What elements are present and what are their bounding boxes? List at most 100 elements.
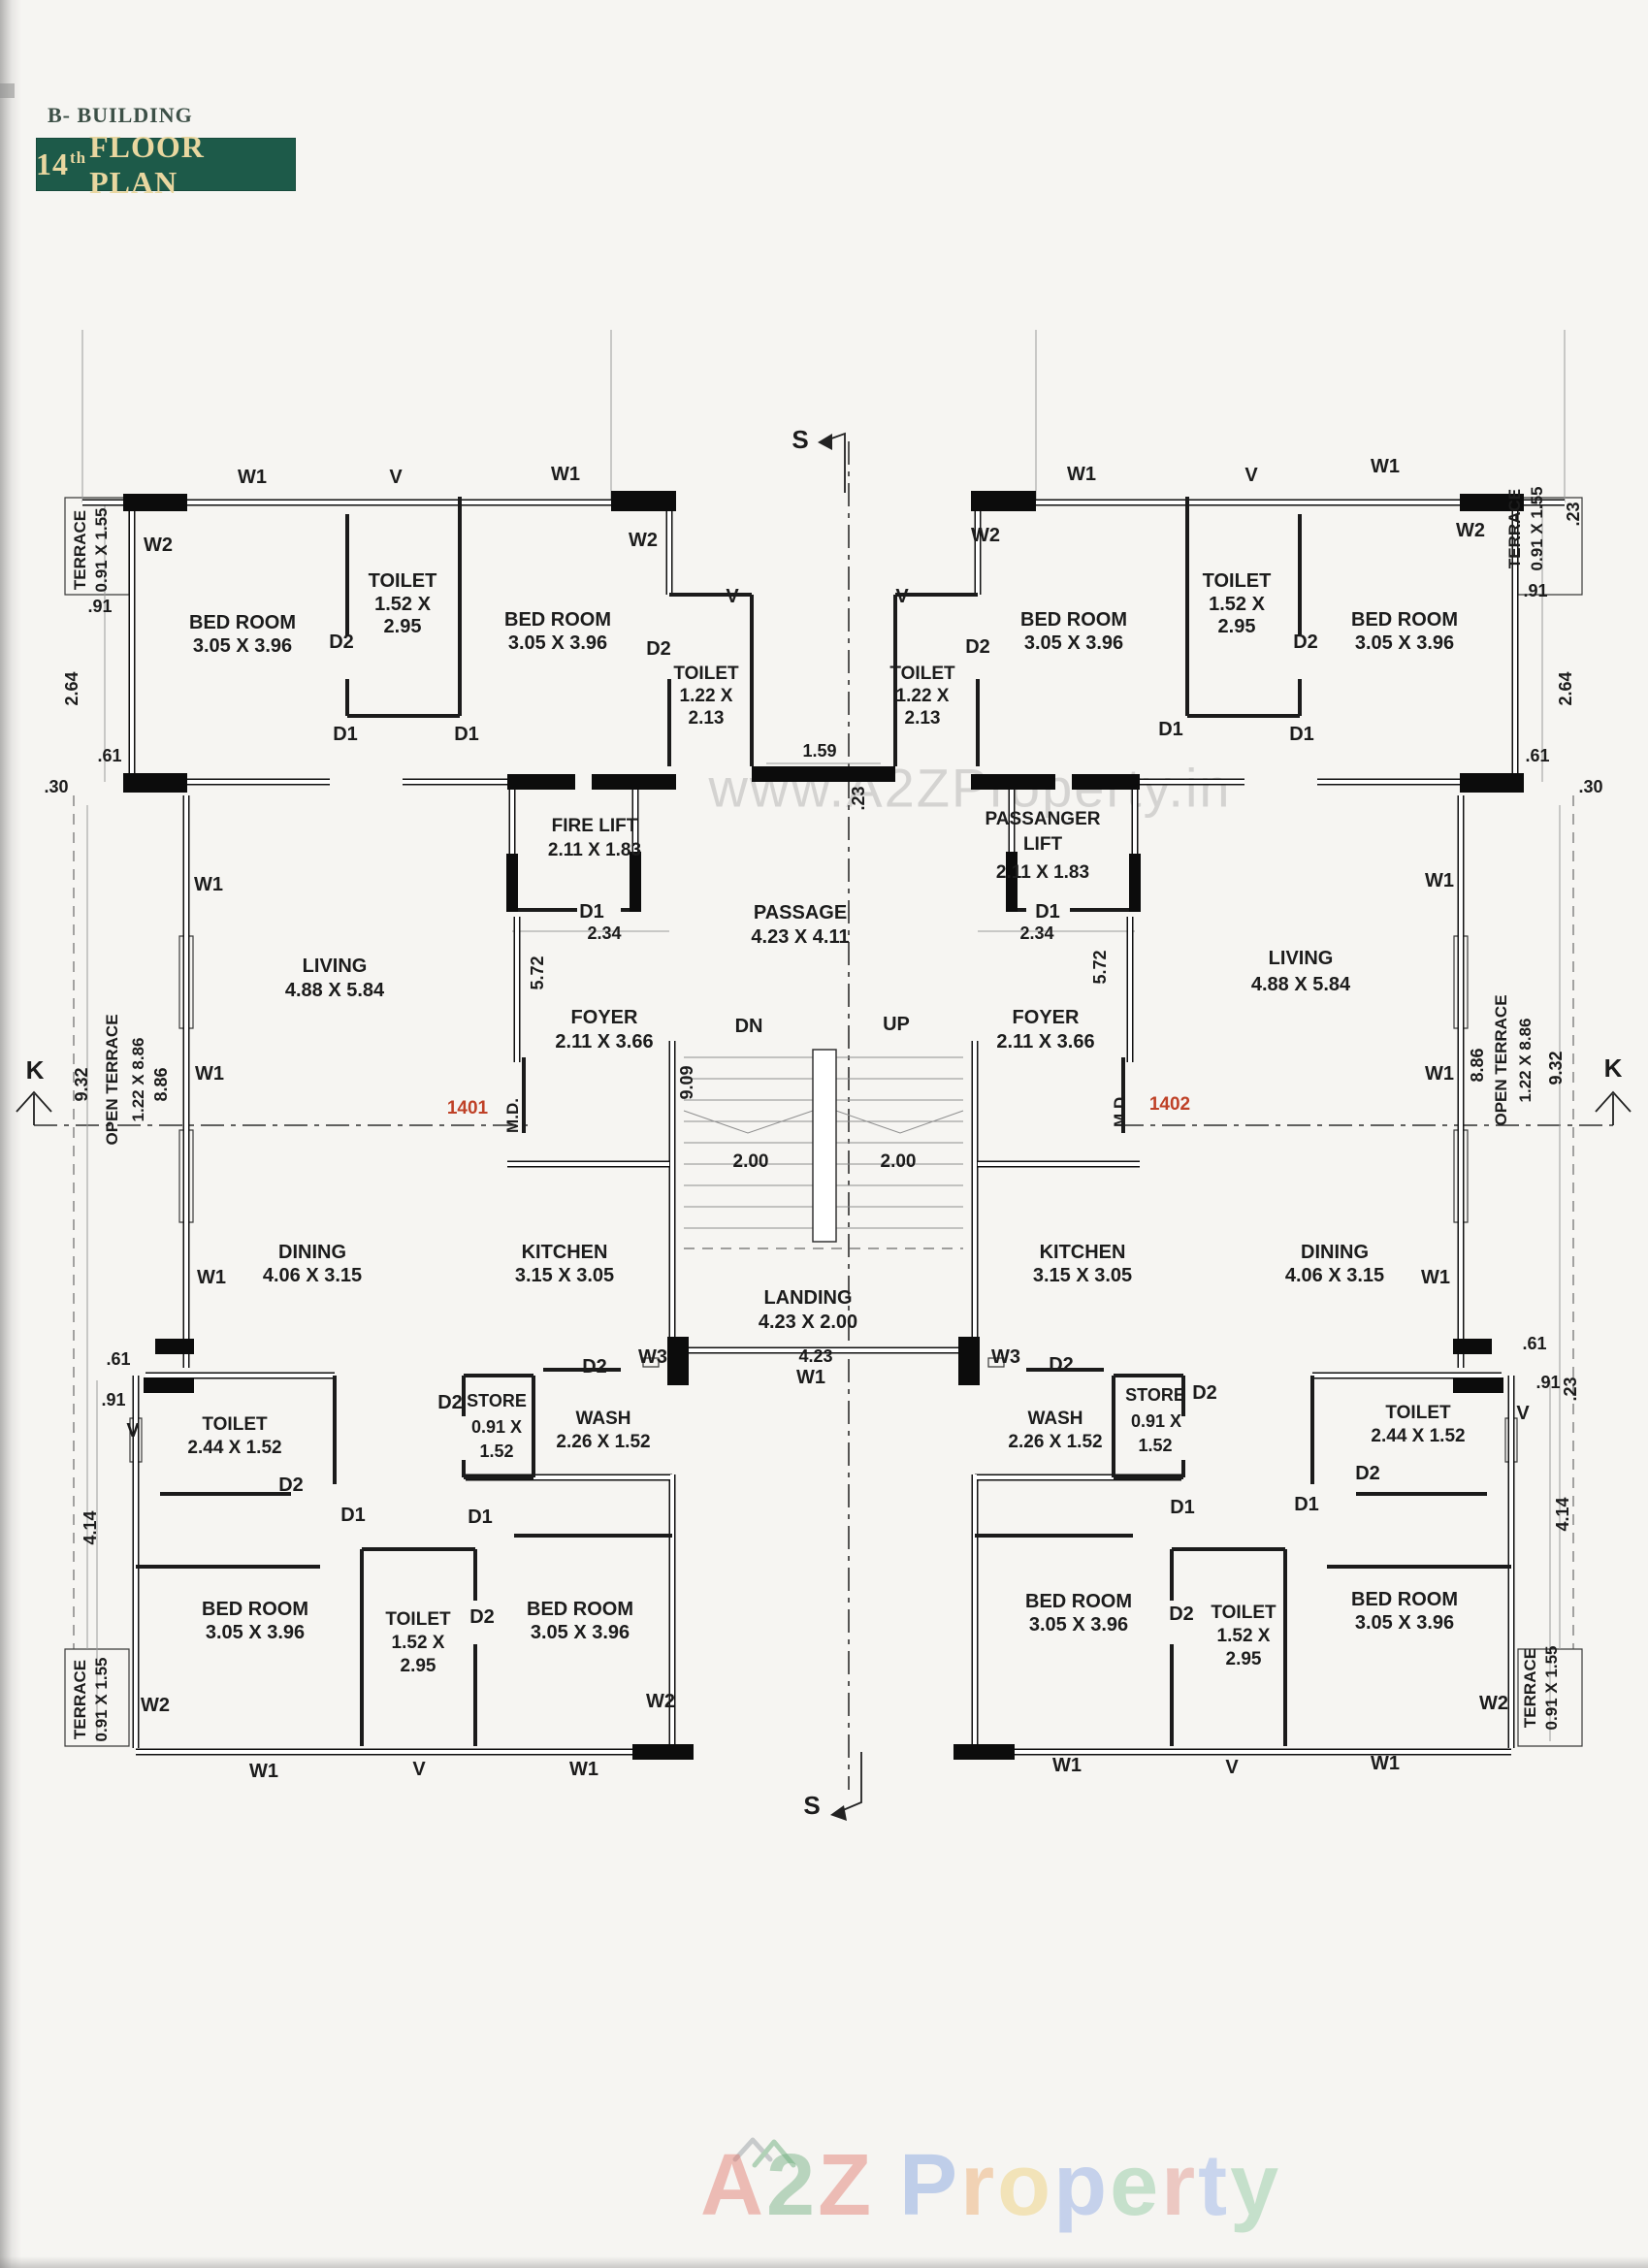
plan-label: 2.95 [1226,1649,1262,1669]
plan-label: W1 [238,467,267,488]
plan-label: 4.14 [81,1510,100,1544]
plan-label: 8.86 [151,1067,171,1101]
plan-label: 1.52 [479,1442,513,1461]
plan-label: BED ROOM [1351,609,1458,631]
logo-letter: y [1230,2137,1282,2234]
plan-label: .23 [1564,502,1583,526]
plan-label: V [1516,1403,1530,1424]
plan-label: 3.15 X 3.05 [1033,1265,1132,1286]
plan-label: 1.52 X [374,594,431,615]
plan-label: BED ROOM [1351,1589,1458,1610]
plan-label: 2.11 X 1.83 [548,840,641,860]
scan-mark [0,83,15,98]
floor-ordinal: th [70,147,87,167]
plan-label: 0.91 X 1.55 [92,508,111,593]
plan-label: V [726,586,739,607]
plan-label: V [1225,1757,1239,1778]
plan-label: 3.05 X 3.96 [193,635,292,657]
plan-label: TOILET [673,664,739,684]
plan-label: BED ROOM [1020,609,1127,631]
plan-label: D2 [329,632,354,653]
plan-label: W1 [1371,456,1400,477]
plan-label: W3 [638,1346,667,1368]
plan-label: .30 [1578,777,1602,796]
plan-label: 2.95 [401,1656,436,1676]
plan-label: D2 [1355,1463,1380,1484]
plan-label: W1 [1067,464,1096,485]
plan-label: D1 [1158,719,1183,740]
plan-label: D2 [965,636,990,658]
plan-label: 1.52 [1138,1436,1172,1455]
section-marker-s-top [818,432,846,493]
plan-label: M.D. [1111,1092,1129,1127]
plan-label: M.D. [503,1098,522,1133]
plan-label: D2 [1192,1382,1217,1404]
plan-label: D2 [1293,632,1318,653]
plan-label: 1.59 [802,741,836,761]
plan-label: 2.34 [1019,923,1053,943]
plan-label: 1.22 X 8.86 [129,1038,147,1122]
plan-label: 1402 [1149,1094,1190,1115]
plan-label: TERRACE [1521,1648,1539,1728]
plan-label: 2.95 [1218,616,1256,637]
plan-label: TERRACE [71,510,89,590]
plan-label: D1 [1035,901,1060,923]
plan-label: K [1604,1053,1623,1083]
plan-label: .91 [101,1390,125,1409]
plan-label: D2 [469,1606,495,1628]
plan-label: LIVING [303,956,368,977]
logo-letter: e [1110,2137,1162,2234]
logo-letter: r [1161,2137,1199,2234]
staircase [683,1049,964,1249]
plan-label: 1.52 X [392,1633,445,1653]
plan-label: W1 [551,464,580,485]
plan-label: D1 [333,724,358,745]
plan-label: 0.91 X 1.55 [1528,487,1546,571]
plan-label: 2.00 [733,1151,769,1172]
plan-label: 4.88 X 5.84 [1251,974,1351,995]
plan-label: TOILET [889,664,955,684]
plan-label: S [803,1791,820,1820]
logo-letter: p [1053,2137,1111,2234]
plan-label: 2.13 [689,708,725,729]
plan-label: W1 [569,1759,598,1780]
plan-label: V [412,1759,426,1780]
plan-label: 1.52 X [1209,594,1265,615]
plan-label: 4.88 X 5.84 [285,980,385,1001]
plan-label: .23 [849,786,868,810]
plan-label: W2 [144,535,173,556]
plan-label: 4.14 [1553,1497,1572,1531]
section-marker-k-left [16,1090,52,1125]
section-marker-k-right [1595,1090,1632,1125]
plan-label: TERRACE [1505,489,1524,568]
plan-label: DINING [1301,1242,1369,1263]
plan-label: WASH [576,1409,631,1429]
floor-title-rest: FLOOR PLAN [89,128,205,200]
plan-label: UP [883,1014,910,1035]
plan-label: BED ROOM [1025,1591,1132,1612]
plan-label: W1 [194,874,223,895]
plan-label: D1 [1289,724,1314,745]
plan-label: BED ROOM [504,609,611,631]
plan-label: 2.11 X 3.66 [996,1031,1094,1053]
plan-label: FOYER [1013,1007,1080,1028]
plan-label: TERRACE [71,1660,89,1739]
plan-label: W1 [796,1367,825,1388]
logo-letter: r [960,2137,998,2234]
plan-label: TOILET [1385,1403,1451,1423]
plan-label: 2.95 [384,616,422,637]
plan-label: STORE [467,1391,527,1410]
plan-label: KITCHEN [522,1242,608,1263]
plan-label: D2 [437,1392,463,1413]
plan-label: PASSANGER [986,809,1101,829]
plan-label: .91 [1523,581,1547,600]
plan-label: TOILET [202,1414,268,1435]
plan-label: D2 [582,1356,607,1377]
plan-label: D2 [646,638,671,660]
plan-label: 4.06 X 3.15 [263,1265,362,1286]
plan-label: W1 [1371,1753,1400,1774]
plan-label: TOILET [369,570,437,592]
plan-label: 3.15 X 3.05 [515,1265,614,1286]
plan-label: W1 [1425,870,1454,891]
